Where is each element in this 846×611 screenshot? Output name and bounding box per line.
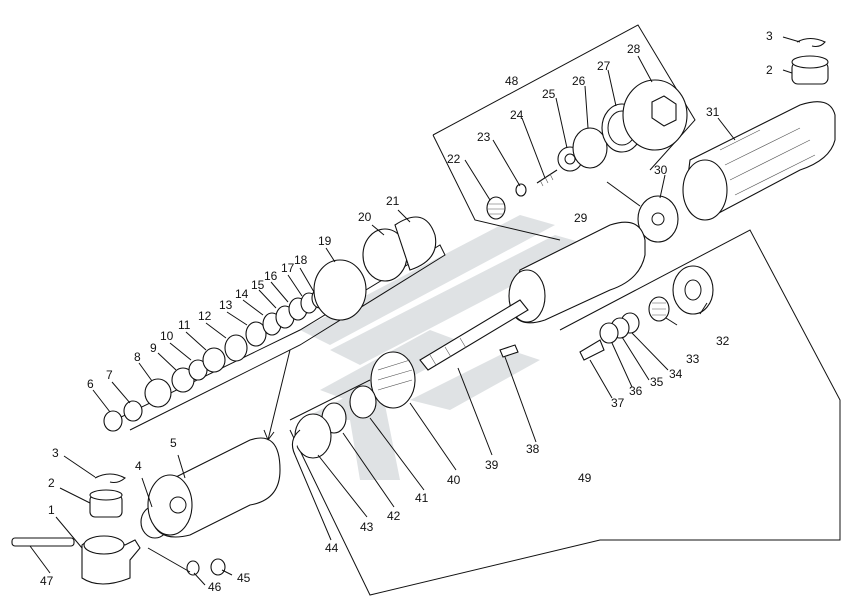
label-40: 40 <box>447 473 461 487</box>
part-22 <box>486 196 506 220</box>
label-44: 44 <box>325 541 339 555</box>
label-r2: 2 <box>766 63 773 77</box>
label-15: 15 <box>251 278 265 292</box>
part-44 <box>291 429 301 456</box>
part-41 <box>349 385 377 419</box>
part-group-shaft <box>291 221 646 459</box>
label-6: 6 <box>87 377 94 391</box>
part-30 <box>637 195 679 243</box>
label-23: 23 <box>477 130 491 144</box>
label-r3: 3 <box>766 29 773 43</box>
part-r3-snap-ring <box>796 37 826 48</box>
part-38 <box>499 344 519 358</box>
part-39 <box>419 299 529 371</box>
label-35: 35 <box>650 375 664 389</box>
label-17: 17 <box>281 261 295 275</box>
label-36: 36 <box>629 384 643 398</box>
label-27: 27 <box>597 59 611 73</box>
label-34: 34 <box>669 367 683 381</box>
label-42: 42 <box>387 509 401 523</box>
label-48: 48 <box>505 74 519 88</box>
label-38: 38 <box>526 442 540 456</box>
label-8: 8 <box>134 350 141 364</box>
label-20: 20 <box>358 210 372 224</box>
label-12: 12 <box>198 309 212 323</box>
part-group-top-right <box>791 37 829 85</box>
label-41: 41 <box>415 491 429 505</box>
label-7: 7 <box>106 368 113 382</box>
label-45: 45 <box>237 571 251 585</box>
part-19 <box>313 259 367 321</box>
label-11: 11 <box>178 318 191 332</box>
part-3 <box>94 473 126 484</box>
label-9: 9 <box>150 341 157 355</box>
part-45 <box>210 558 226 576</box>
part-21 <box>394 216 437 271</box>
label-4: 4 <box>135 459 142 473</box>
label-10: 10 <box>160 329 174 343</box>
part-9 <box>171 367 195 393</box>
group-upper-bracket <box>114 244 446 431</box>
label-5: 5 <box>170 436 177 450</box>
group-49-bracket <box>289 229 841 596</box>
part-13 <box>245 321 267 347</box>
label-24: 24 <box>510 108 524 122</box>
part-26 <box>572 127 608 169</box>
label-16: 16 <box>264 269 278 283</box>
part-47 <box>11 537 75 547</box>
label-37: 37 <box>611 396 625 410</box>
part-36 <box>599 322 619 344</box>
label-18: 18 <box>294 253 308 267</box>
label-26: 26 <box>572 74 586 88</box>
part-46 <box>186 560 200 576</box>
part-group-right-mid <box>579 265 714 361</box>
label-22: 22 <box>447 152 461 166</box>
part-8 <box>144 378 172 408</box>
leader-lines <box>29 36 801 586</box>
label-30: 30 <box>654 163 668 177</box>
label-2: 2 <box>48 476 55 490</box>
label-31: 31 <box>706 105 720 119</box>
part-6 <box>103 410 123 432</box>
label-21: 21 <box>386 194 400 208</box>
label-19: 19 <box>318 234 332 248</box>
label-29: 29 <box>574 211 588 225</box>
label-28: 28 <box>627 42 641 56</box>
part-11 <box>202 347 226 373</box>
part-labels: 1 2 3 4 5 6 7 8 9 10 11 12 13 14 15 16 1… <box>40 29 773 594</box>
part-40 <box>370 351 416 409</box>
part-37 <box>579 339 605 361</box>
part-10 <box>188 359 208 381</box>
label-49: 49 <box>578 471 592 485</box>
part-7 <box>123 400 143 422</box>
part-group-lower-left <box>11 437 281 585</box>
label-25: 25 <box>542 87 556 101</box>
label-13: 13 <box>219 298 233 312</box>
label-46: 46 <box>208 580 222 594</box>
part-32 <box>672 265 714 315</box>
label-14: 14 <box>235 287 249 301</box>
label-47: 47 <box>40 574 54 588</box>
label-32: 32 <box>716 334 730 348</box>
part-43 <box>294 413 332 459</box>
label-3: 3 <box>52 446 59 460</box>
label-39: 39 <box>485 458 499 472</box>
part-12 <box>224 334 248 362</box>
part-group-48 <box>486 79 836 243</box>
label-43: 43 <box>360 520 374 534</box>
part-group-upper-left <box>103 216 437 432</box>
part-23 <box>515 183 527 197</box>
label-33: 33 <box>686 352 700 366</box>
label-1: 1 <box>48 503 55 517</box>
